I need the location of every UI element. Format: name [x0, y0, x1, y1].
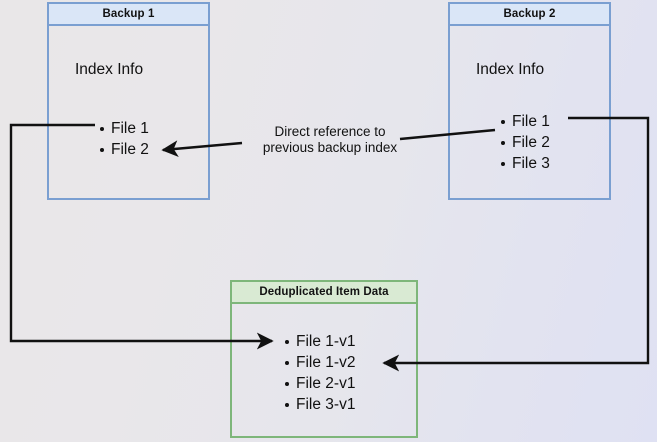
annotation-line-1: Direct reference to — [274, 124, 386, 139]
backup-1-index-label: Index Info — [75, 61, 144, 78]
annotation-line-2: previous backup index — [262, 140, 398, 155]
backup-2-header: Backup 2 — [450, 4, 609, 26]
list-item: File 1-v1 — [284, 333, 356, 350]
list-item: File 2-v1 — [284, 375, 356, 392]
dedup-header: Deduplicated Item Data — [232, 282, 416, 304]
list-item: File 2 — [100, 141, 149, 158]
dedup-body: File 1-v1 File 1-v2 File 2-v1 File 3-v1 — [232, 304, 416, 436]
backup-1-file-list: File 1 File 2 — [95, 118, 149, 160]
deduplicated-item-data-box: Deduplicated Item Data File 1-v1 File 1-… — [230, 280, 418, 438]
backup-2-index-label: Index Info — [476, 61, 545, 78]
backup-2-file-list: File 1 File 2 File 3 — [496, 111, 550, 174]
list-item: File 1-v2 — [284, 354, 356, 371]
direct-reference-annotation: Direct reference to previous backup inde… — [247, 124, 413, 156]
backup-2-box: Backup 2 Index Info File 1 File 2 File 3 — [448, 2, 611, 200]
list-item: File 2 — [501, 134, 550, 151]
list-item: File 1 — [100, 120, 149, 137]
list-item: File 1 — [501, 113, 550, 130]
backup-1-box: Backup 1 Index Info File 1 File 2 — [47, 2, 210, 200]
backup-1-body: Index Info File 1 File 2 — [49, 26, 208, 198]
list-item: File 3 — [501, 155, 550, 172]
backup-1-header: Backup 1 — [49, 4, 208, 26]
dedup-item-list: File 1-v1 File 1-v2 File 2-v1 File 3-v1 — [280, 331, 355, 415]
backup-2-body: Index Info File 1 File 2 File 3 — [450, 26, 609, 198]
list-item: File 3-v1 — [284, 396, 356, 413]
